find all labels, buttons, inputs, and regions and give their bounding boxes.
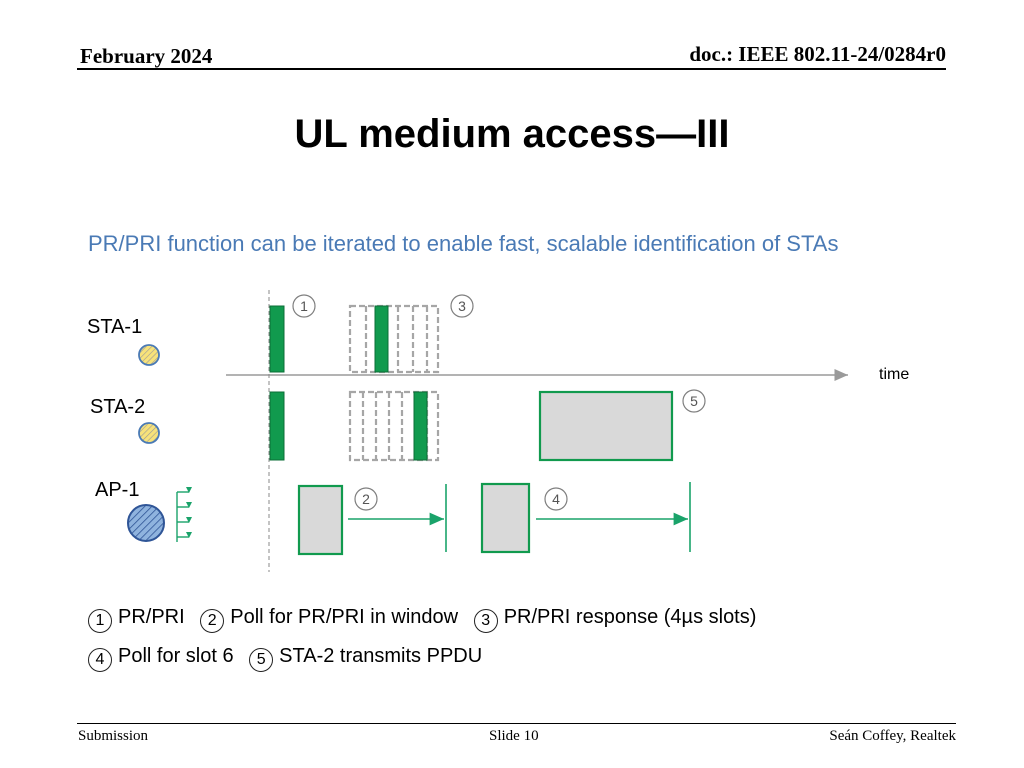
sta2-icon: [138, 422, 160, 444]
sta1-label: STA-1: [87, 316, 143, 338]
legend-num: 5: [249, 648, 274, 672]
marker-4-num: 4: [552, 491, 560, 507]
footer-slide-number: Slide 10: [489, 728, 539, 744]
sta1-icon: [138, 344, 160, 366]
sta1-pr-pri-bar: [269, 305, 285, 373]
header-date: February 2024: [80, 44, 213, 68]
sta1-response-slot-filled: [374, 305, 389, 373]
legend-text: Poll for PR/PRI in window: [230, 606, 459, 628]
sta2-pr-pri-bar: [269, 391, 285, 461]
time-axis-label: time: [879, 366, 910, 383]
legend-num: 1: [88, 609, 112, 633]
ap-poll-window-box: [297, 484, 344, 556]
legend-text: Poll for slot 6: [118, 645, 234, 667]
marker-3: [450, 294, 474, 318]
legend-text: PR/PRI response (4µs slots): [503, 606, 757, 628]
footer-rule: [77, 723, 956, 724]
marker-3-num: 3: [458, 298, 466, 314]
legend-num: 2: [200, 609, 225, 633]
slide-subtitle: PR/PRI function can be iterated to enabl…: [88, 231, 839, 256]
ap1-label: AP-1: [95, 479, 140, 501]
legend-text: STA-2 transmits PPDU: [279, 645, 483, 667]
header-doc-id: doc.: IEEE 802.11-24/0284r0: [689, 42, 946, 66]
sta2-label: STA-2: [90, 396, 146, 418]
ap-poll-slot-box: [480, 482, 531, 554]
legend-num: 4: [88, 648, 112, 672]
slide-title: UL medium access—III: [294, 112, 730, 156]
marker-5-num: 5: [690, 393, 698, 409]
legend-text: PR/PRI: [118, 606, 185, 628]
footer-submission: Submission: [78, 728, 149, 744]
marker-1-num: 1: [300, 298, 308, 314]
marker-2: [354, 487, 378, 511]
marker-4: [544, 487, 568, 511]
ap1-antenna-icon: [176, 491, 189, 542]
sta2-response-slot-filled: [413, 391, 428, 461]
footer-author: Seán Coffey, Realtek: [829, 728, 956, 744]
ap1-icon: [127, 504, 165, 542]
legend-num: 3: [473, 609, 498, 633]
sta1-response-slots: [348, 304, 440, 374]
sta2-ppdu-box: [538, 390, 674, 462]
header-rule: [77, 68, 946, 70]
marker-5: [682, 389, 706, 413]
marker-1: [292, 294, 316, 318]
marker-2-num: 2: [362, 491, 370, 507]
